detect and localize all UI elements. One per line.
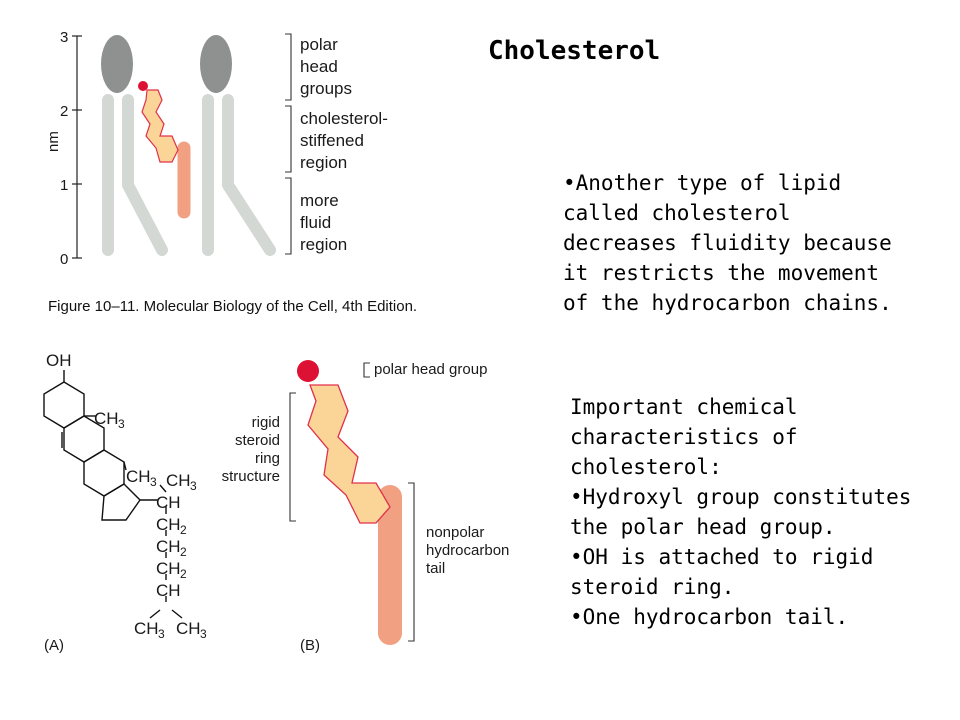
panel-label-a: (A) <box>44 637 64 654</box>
region-label: groups <box>300 79 352 98</box>
text-line: •Hydroxyl group constitutes <box>570 485 912 509</box>
polar-head <box>200 35 232 93</box>
panel-label-b: (B) <box>300 637 320 654</box>
cholesterol-schematic-b: polar head group rigid steroid ring stru… <box>222 360 509 654</box>
methyl-label: CH <box>94 409 119 428</box>
text-line: decreases fluidity because <box>563 231 892 255</box>
ch2-label: CH <box>156 515 181 534</box>
methyl-label: CH <box>134 619 159 638</box>
region-label: more <box>300 191 339 210</box>
methyl-label: CH <box>176 619 201 638</box>
rigid-label: steroid <box>235 432 280 449</box>
tick-label: 3 <box>60 29 68 46</box>
region-label: region <box>300 153 347 172</box>
subscript: 3 <box>118 417 125 431</box>
nonpolar-label: nonpolar <box>426 524 484 541</box>
tick-label: 1 <box>60 177 68 194</box>
text-line: called cholesterol <box>563 201 791 225</box>
phospholipid-right <box>200 35 276 256</box>
rigid-label: ring <box>255 450 280 467</box>
tick-label: 2 <box>60 103 68 120</box>
membrane-diagram: 3 2 1 0 nm polar head groups cholesterol… <box>45 29 388 268</box>
page-title: Cholesterol <box>488 36 661 66</box>
region-label: cholesterol- <box>300 109 388 128</box>
text-line: it restricts the movement <box>563 261 880 285</box>
text-line: characteristics of <box>570 425 798 449</box>
rigid-label: structure <box>222 468 280 485</box>
hydroxyl-head <box>138 81 148 91</box>
text-line: of the hydrocarbon chains. <box>563 291 892 315</box>
bracket <box>289 392 296 522</box>
steroid-ring-structure <box>307 384 391 524</box>
chemical-characteristics: Important chemical characteristics of ch… <box>570 392 955 632</box>
region-label: stiffened <box>300 131 364 150</box>
region-label: polar <box>300 35 338 54</box>
nonpolar-label: hydrocarbon <box>426 542 509 559</box>
polar-head-label: polar head group <box>374 361 487 378</box>
phospholipid-left <box>101 35 168 256</box>
text-line: •OH is attached to rigid <box>570 545 874 569</box>
text-line: •One hydrocarbon tail. <box>570 605 849 629</box>
ch-label: CH <box>156 581 181 600</box>
methyl-label: CH <box>166 471 191 490</box>
fluidity-description: •Another type of lipid called cholestero… <box>563 168 953 318</box>
bracket <box>408 482 415 642</box>
region-label: head <box>300 57 338 76</box>
region-brackets <box>285 33 292 255</box>
ch2-label: CH <box>156 537 181 556</box>
subscript: 2 <box>180 567 187 581</box>
region-label: region <box>300 235 347 254</box>
subscript: 3 <box>158 627 165 641</box>
subscript: 3 <box>200 627 207 641</box>
methyl-label: CH <box>126 467 151 486</box>
ch-label: CH <box>156 493 181 512</box>
polar-head-circle <box>297 360 319 382</box>
bracket <box>363 362 370 378</box>
axis-label: nm <box>45 131 62 152</box>
cholesterol-molecule <box>138 81 191 219</box>
subscript: 2 <box>180 523 187 537</box>
text-line: cholesterol: <box>570 455 722 479</box>
nm-axis: 3 2 1 0 nm <box>45 29 82 268</box>
steroid-rings <box>43 370 183 619</box>
tick-label: 0 <box>60 251 68 268</box>
text-line: steroid ring. <box>570 575 735 599</box>
subscript: 3 <box>150 475 157 489</box>
text-line: Important chemical <box>570 395 798 419</box>
ch2-label: CH <box>156 559 181 578</box>
subscript: 2 <box>180 545 187 559</box>
polar-head <box>101 35 133 93</box>
region-label: fluid <box>300 213 331 232</box>
text-line: •Another type of lipid <box>563 171 842 195</box>
figure-caption: Figure 10–11. Molecular Biology of the C… <box>48 298 418 315</box>
nonpolar-label: tail <box>426 560 445 577</box>
structural-formula-a: OH CH 3 CH 3 CH 3 CH CH 2 CH 2 CH 2 CH C… <box>43 351 207 654</box>
rigid-label: rigid <box>252 414 280 431</box>
hydroxyl-label: OH <box>46 351 72 370</box>
subscript: 3 <box>190 479 197 493</box>
text-line: the polar head group. <box>570 515 836 539</box>
